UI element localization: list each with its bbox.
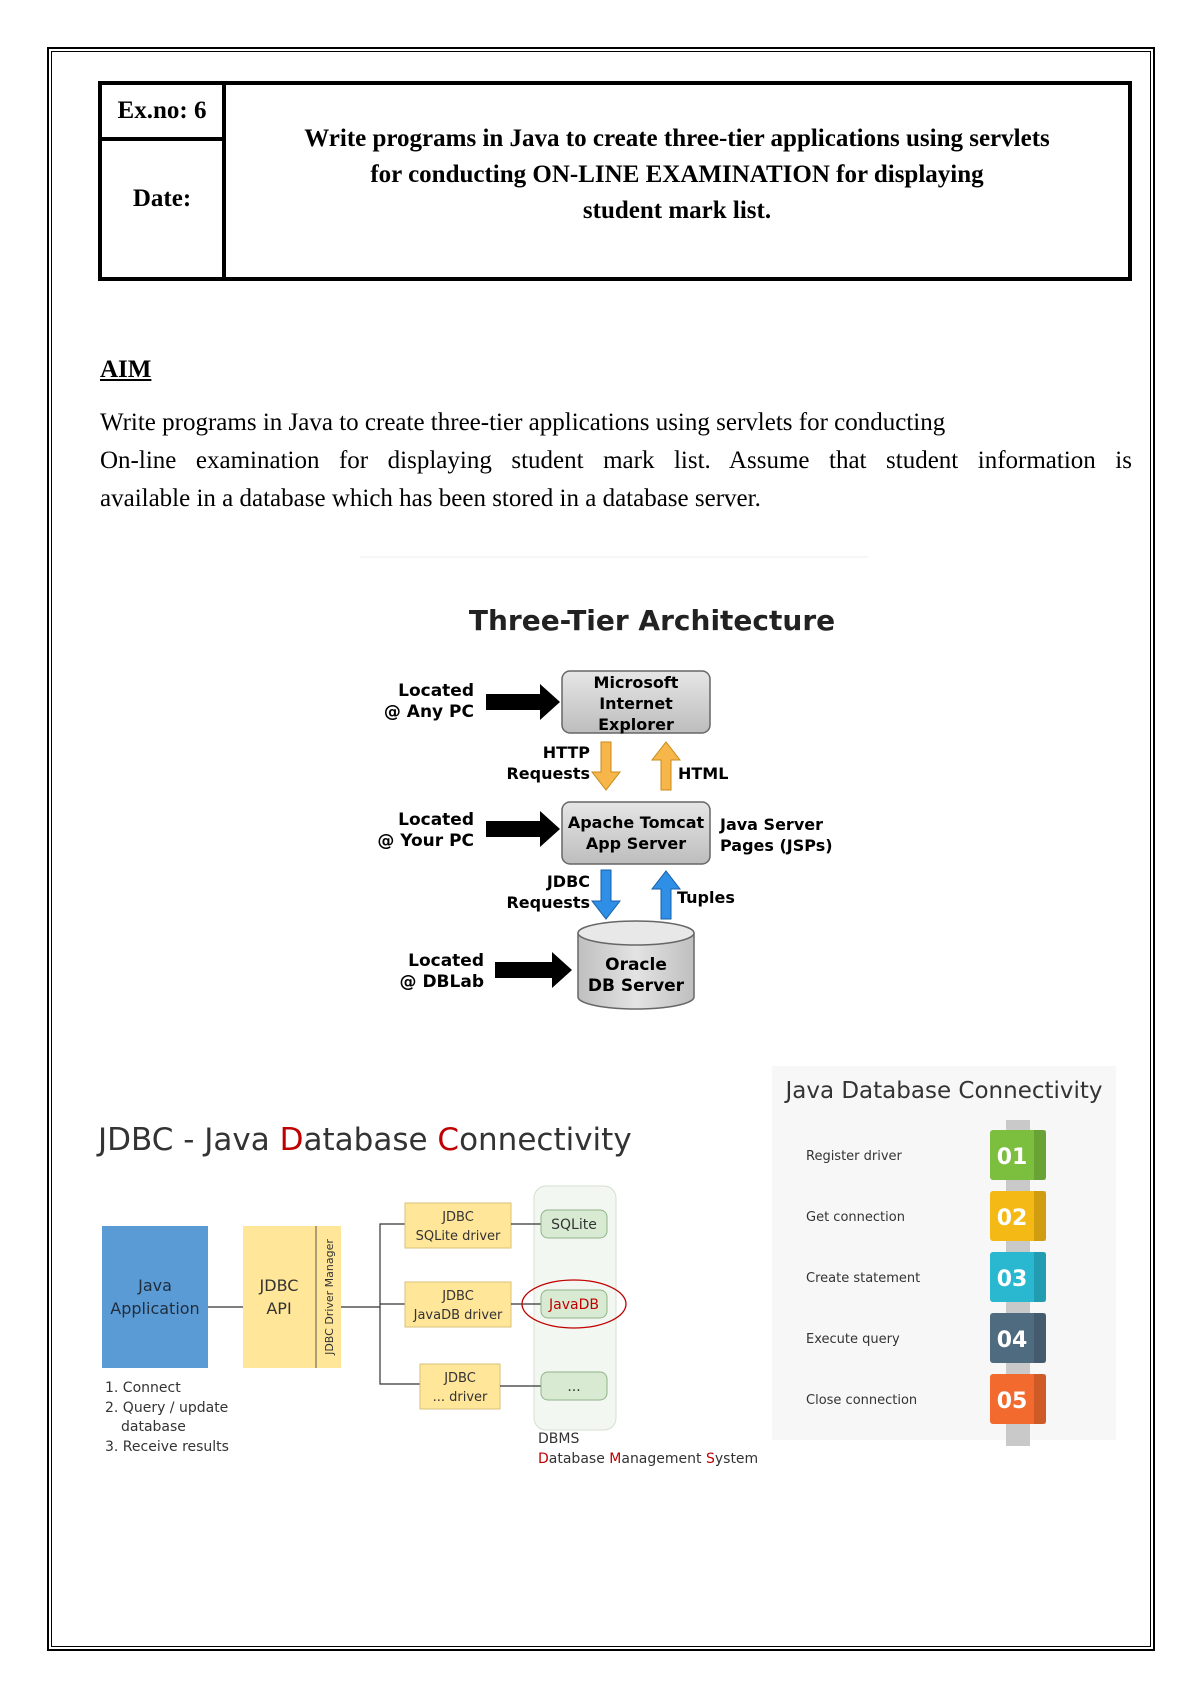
- steps-background: [772, 1066, 1116, 1440]
- step-label: Register driver: [806, 1149, 903, 1164]
- step-number: 05: [997, 1389, 1028, 1414]
- step-block-side: [1034, 1130, 1046, 1180]
- step-block-side: [1034, 1313, 1046, 1363]
- step-label: Close connection: [806, 1393, 917, 1408]
- steps-title: Java Database Connectivity: [783, 1078, 1102, 1104]
- step-label: Create statement: [806, 1271, 920, 1286]
- step-number: 02: [997, 1206, 1028, 1231]
- step-block-side: [1034, 1191, 1046, 1241]
- step-label: Execute query: [806, 1332, 900, 1347]
- step-number: 01: [997, 1145, 1028, 1170]
- step-number: 03: [997, 1267, 1028, 1292]
- step-block-side: [1034, 1374, 1046, 1424]
- step-label: Get connection: [806, 1210, 905, 1225]
- step-number: 04: [997, 1328, 1028, 1353]
- step-block-side: [1034, 1252, 1046, 1302]
